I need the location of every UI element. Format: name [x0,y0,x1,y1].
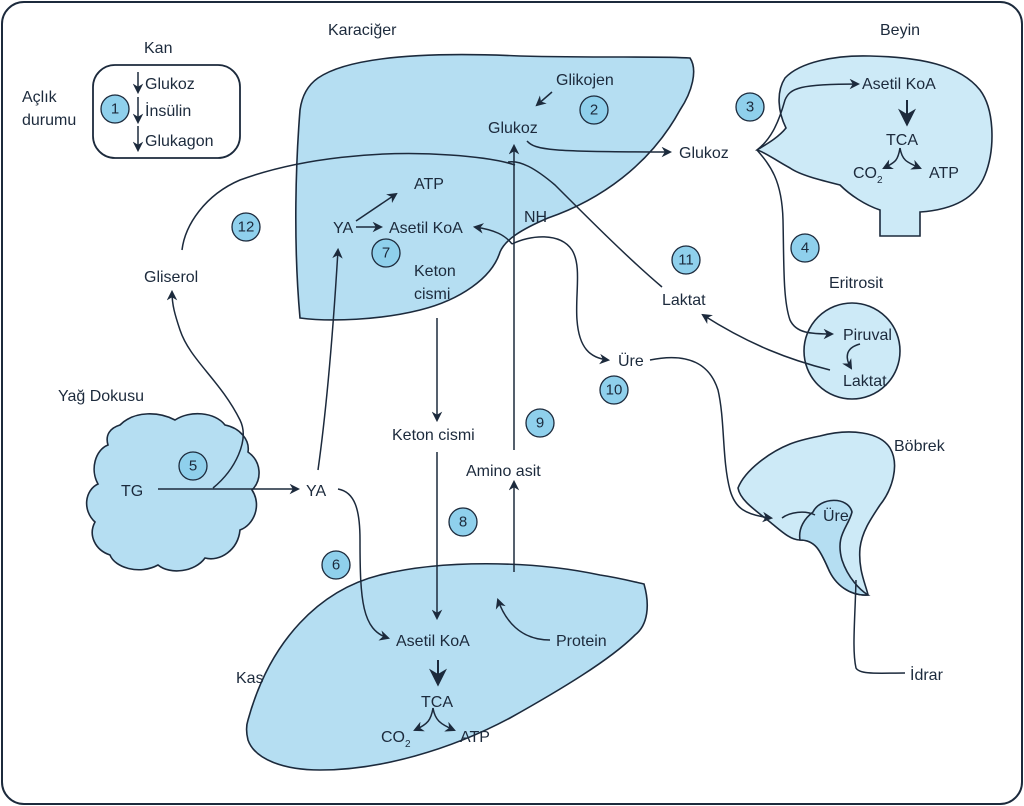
label-kas-tca: TCA [421,694,453,711]
label-beyin-asetil: Asetil KoA [862,76,936,93]
svg-text:5: 5 [189,458,197,475]
svg-text:3: 3 [746,99,754,116]
blood-box [92,64,241,159]
label-kc-nh: NH [524,209,547,226]
svg-text:8: 8 [459,514,467,531]
label-glikojen: Glikojen [556,72,614,89]
label-amino-asit: Amino asit [466,463,541,480]
label-beyin-atp: ATP [929,165,959,182]
badge-4: 4 [790,233,820,263]
badge-9: 9 [525,408,555,438]
label-eritrosit: Eritrosit [829,275,884,292]
label-beyin-co2-sub: 2 [877,175,883,186]
label-kas-atp: ATP [460,729,490,746]
label-kc-ya: YA [333,220,353,237]
label-laktat: Laktat [662,292,706,309]
label-protein: Protein [556,633,607,650]
flow-muscle-tca-atp [432,707,456,732]
label-bobrek: Böbrek [894,438,946,455]
svg-text:1: 1 [111,101,119,118]
flow-ya-muscle [337,488,391,641]
label-idrar: İdrar [910,665,944,684]
label-kc-asetil: Asetil KoA [389,220,463,237]
label-yag-dokusu: Yağ Dokusu [58,388,144,405]
flow-muscle-tca-co2 [413,707,434,732]
flow-liver-ya-atp [355,192,398,222]
label-eri-laktat: Laktat [843,373,887,390]
label-kas: Kas [236,670,264,687]
svg-text:10: 10 [606,382,623,399]
erythrocyte-shape [803,302,901,400]
flow-piruval-laktat [842,343,861,370]
badge-11: 11 [671,245,701,275]
flow-ure-kidney [649,356,774,523]
flow-laktat-eri-to-blood [701,313,831,371]
flow-gliserol-liver [181,152,516,251]
muscle-shape [245,563,649,771]
label-ya: YA [306,483,326,500]
brain-shape [754,55,993,237]
kidney-inner [798,499,871,596]
svg-text:7: 7 [382,245,390,262]
label-aclik-1: Açlık [22,89,58,106]
flow-kidney-ure-in [781,511,816,519]
label-bobrek-ure: Üre [823,507,849,525]
flow-nh-ure [511,236,611,365]
svg-text:9: 9 [536,415,544,432]
label-kan: Kan [144,40,172,57]
badge-10: 10 [599,375,629,405]
flow-liver-glukoz [526,140,673,158]
flow-brain-tca-atp [899,147,922,170]
adipose-shape [85,412,260,572]
badge-7: 7 [371,238,401,268]
label-karaciger: Karaciğer [328,22,397,39]
flow-laktat-liver [507,160,663,288]
label-piruval: Piruval [843,327,892,344]
label-kas-asetil: Asetil KoA [396,633,470,650]
svg-text:2: 2 [590,102,598,119]
flow-glukoz-piruval [756,149,835,340]
flow-protein-curve [495,598,551,641]
label-beyin: Beyin [880,22,920,39]
flow-nh-asetil [472,223,513,245]
badge-6: 6 [321,550,351,580]
svg-text:6: 6 [332,557,340,574]
badge-2: 2 [579,95,609,125]
flow-brain-tca-co2 [882,147,901,169]
label-aclik-2: durumu [22,112,76,129]
flow-glukoz-brain [756,78,861,151]
badge-3: 3 [735,92,765,122]
badge-8: 8 [448,507,478,537]
flow-kidney-idrar [853,579,906,675]
flow-tg-gliserol [166,289,244,489]
svg-text:11: 11 [678,252,694,269]
label-gliserol: Gliserol [144,269,198,286]
label-kan-insulin: İnsülin [145,101,191,120]
label-kas-co2-sub: 2 [405,739,411,750]
label-kc-glukoz: Glukoz [488,120,538,137]
svg-text:12: 12 [238,219,255,236]
label-blood-glukoz: Glukoz [679,145,729,162]
label-kan-glukagon: Glukagon [145,133,214,150]
label-kan-glukoz: Glukoz [145,76,195,93]
label-tg: TG [121,483,143,500]
flow-glikojen-glukoz [535,91,553,107]
badge-12: 12 [231,212,261,242]
label-beyin-co2: CO2 [853,165,883,186]
label-kc-keton-1: Keton [414,263,456,280]
badge-5: 5 [178,451,208,481]
label-keton-cismi: Keton cismi [392,427,475,444]
label-beyin-tca: TCA [886,132,918,149]
label-kc-keton-2: cismi [414,286,450,303]
svg-text:4: 4 [801,240,809,257]
label-ure: Üre [618,352,644,370]
label-kc-atp: ATP [414,176,444,193]
flow-ya-liver [317,247,343,471]
badge-1: 1 [100,94,130,124]
label-kas-co2: CO2 [381,729,411,750]
